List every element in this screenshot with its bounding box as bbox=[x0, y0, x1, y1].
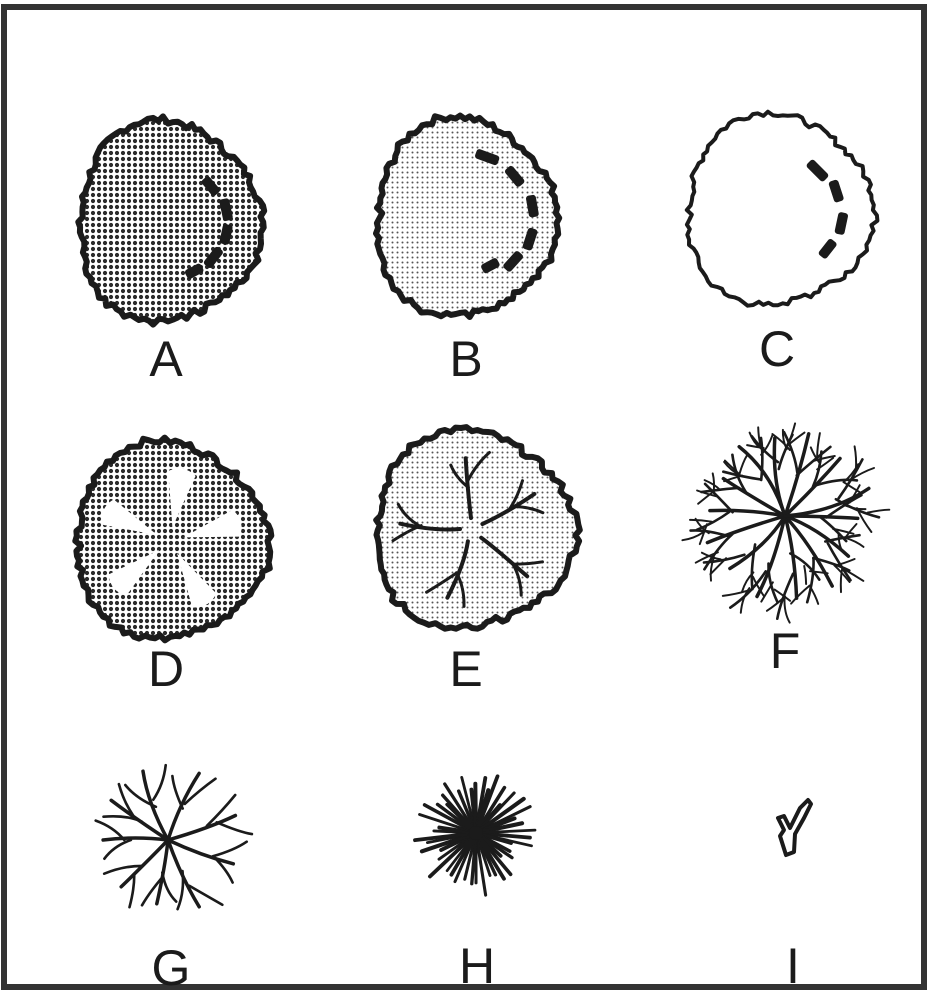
panel-label-a: A bbox=[149, 331, 183, 387]
panel-label-g: G bbox=[152, 940, 191, 995]
panel-label-f: F bbox=[770, 623, 801, 679]
panel-label-i: I bbox=[786, 938, 800, 994]
panel-label-b: B bbox=[449, 331, 482, 387]
twig-line bbox=[761, 438, 762, 480]
panel-label-c: C bbox=[759, 321, 795, 377]
burst-line bbox=[475, 784, 476, 829]
branch-line bbox=[103, 838, 168, 840]
burst-center bbox=[469, 826, 483, 840]
panel-label-h: H bbox=[459, 938, 495, 994]
panel-label-e: E bbox=[449, 641, 482, 697]
panel-label-d: D bbox=[148, 641, 184, 697]
